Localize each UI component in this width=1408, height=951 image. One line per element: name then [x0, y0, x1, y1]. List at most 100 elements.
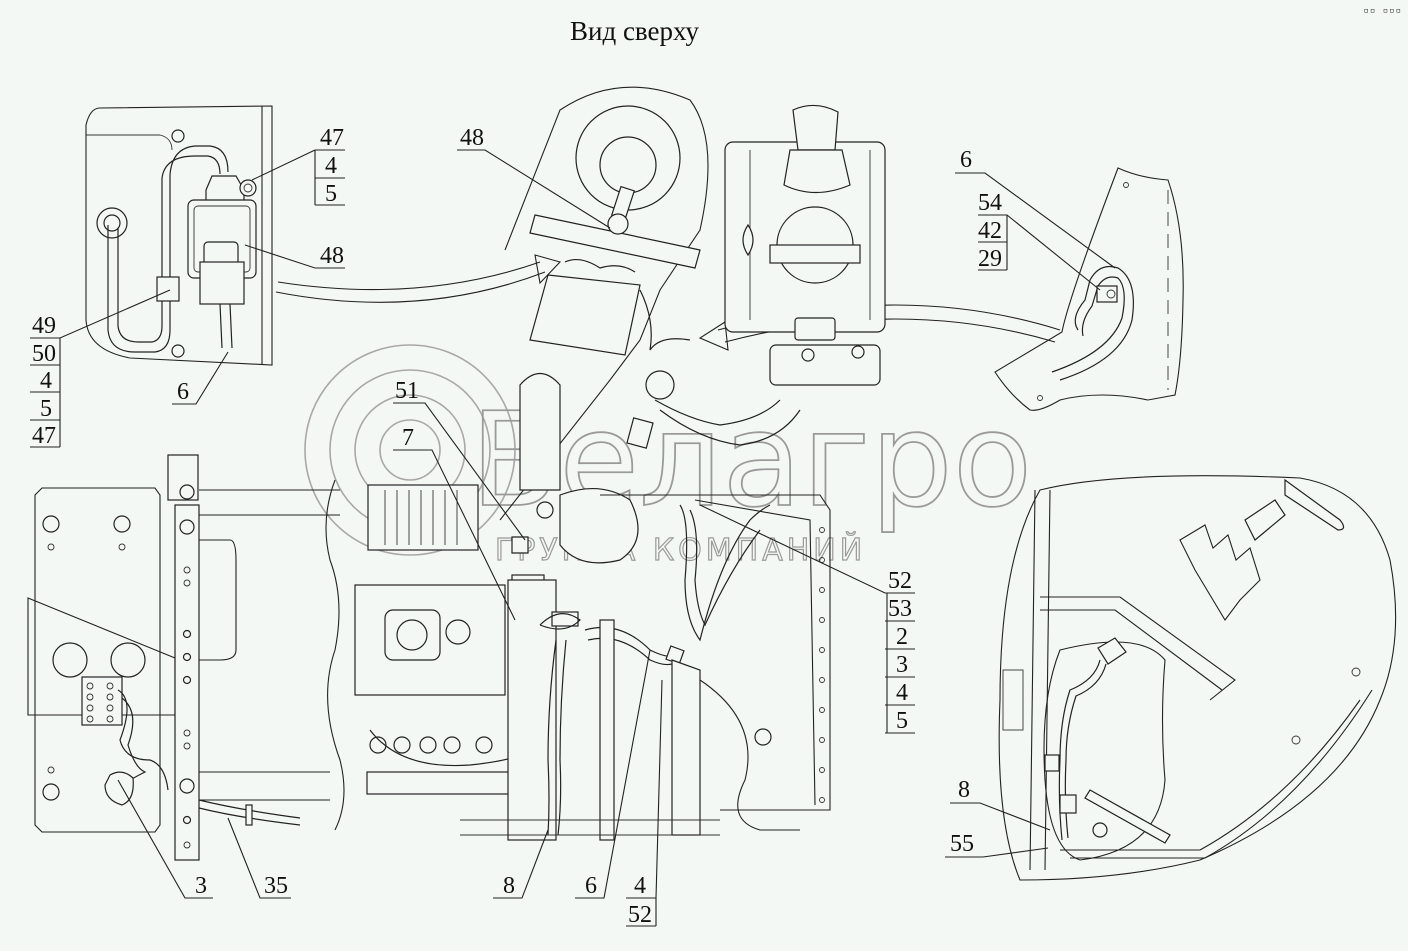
terminal-wire: [117, 689, 169, 791]
callout-label: 5: [325, 181, 337, 207]
air-cleaner-strap: [529, 214, 701, 269]
callout-label: 42: [978, 218, 1002, 244]
solenoid: [645, 370, 675, 400]
callout-7: 7: [393, 425, 516, 621]
main-engine-top: [325, 86, 886, 841]
transfer-arrow-left-2: [277, 261, 541, 291]
panel-inner-line: [86, 134, 173, 151]
fender-hole: [1037, 395, 1043, 401]
callout-label: 54: [978, 190, 1002, 216]
side-bracket: [1002, 669, 1024, 731]
callout-label: 55: [950, 831, 974, 857]
callout-label: 3: [896, 652, 908, 678]
ground-sensor: [104, 771, 134, 806]
floor-tunnel-2: [1040, 609, 1223, 691]
callout-label: 5: [40, 396, 52, 422]
front-support: [507, 579, 557, 841]
callout-8-bottom: 8: [493, 829, 549, 899]
callout-label: 4: [896, 680, 908, 706]
callout-label: 8: [958, 777, 970, 803]
callout-label: 4: [40, 368, 52, 394]
harness-clamp: [1044, 754, 1060, 772]
bolt-hole: [171, 129, 185, 143]
cab-floor: [998, 475, 1397, 881]
connector-body: [199, 261, 245, 305]
callout-label: 50: [32, 341, 56, 367]
callout-8-right: 8: [950, 777, 1051, 831]
air-cleaner-cap: [599, 136, 657, 194]
harness-cutout: [1043, 641, 1166, 861]
leader-line: [945, 847, 1049, 858]
harness-loop-knot: [539, 613, 581, 630]
leader-line: [626, 679, 663, 899]
harness-clamp: [1059, 794, 1077, 814]
callout-label: 49: [32, 313, 56, 339]
harness-right-branch-2: [689, 509, 761, 627]
callout-6-right: 6: [955, 147, 1116, 269]
fender-harness: [1059, 265, 1134, 381]
filler-cap: [792, 104, 839, 151]
plate-hole: [42, 515, 60, 533]
watermark-ring-1: [304, 344, 516, 556]
clip-screw: [1106, 289, 1116, 299]
solenoid-plug: [626, 417, 654, 449]
sensor-box: [794, 317, 836, 341]
cab-outline: [998, 475, 1397, 881]
plate-hole-small: [47, 766, 55, 774]
wire-route: [639, 289, 691, 351]
callout-label: 6: [177, 379, 189, 405]
sill-bolt: [1291, 735, 1301, 745]
leader-line: [244, 244, 345, 269]
bolt-hole: [171, 344, 185, 358]
callout-label: 6: [960, 147, 972, 173]
gear-lever-boot: [1179, 524, 1261, 621]
callout-54-stack: 54 42 29: [978, 190, 1101, 291]
fender-harness-inner: [1051, 276, 1125, 373]
plate-hole-small: [47, 543, 55, 551]
frame-bracket: [699, 679, 800, 831]
callouts: 47 4 5 48 49 50 4 5 47: [30, 125, 1116, 928]
leader-line: [393, 449, 516, 621]
fitting-ring: [607, 213, 629, 235]
callout-label: 35: [264, 873, 288, 899]
fuel-lines: [369, 729, 546, 767]
callout-6-bottom: 6: [575, 649, 651, 899]
watermark: Белагро ГРУППА КОМПАНИЙ: [304, 344, 1033, 569]
callout-label: 52: [628, 902, 652, 928]
leader-line: [393, 402, 526, 541]
callout-label: 53: [888, 596, 912, 622]
callout-label: 52: [888, 568, 912, 594]
frame-rails: [199, 489, 340, 661]
pedal-pivot: [1092, 822, 1108, 838]
transfer-arrow-right-head: [698, 321, 729, 351]
transmission-bolts: [819, 527, 825, 803]
detail-left-panel: [85, 105, 273, 366]
section-break-line: [325, 479, 345, 831]
plate-port: [110, 642, 146, 678]
pump-port: [801, 348, 815, 362]
air-cleaner-housing: [499, 86, 709, 521]
callout-label: 51: [395, 378, 419, 404]
callout-label: 3: [195, 873, 207, 899]
view-title: Вид сверху: [570, 16, 699, 46]
watermark-ring-4: [379, 419, 441, 481]
callout-label: 48: [320, 243, 344, 269]
harness-bundle: [654, 399, 781, 426]
floor-sill-2: [1070, 689, 1373, 859]
wire-loop: [564, 258, 636, 273]
terminal-block: [81, 676, 123, 726]
plate-hole: [42, 783, 60, 801]
callout-51: 51: [393, 378, 526, 541]
starter-plug: [511, 536, 529, 554]
leader-line: [493, 829, 549, 899]
callout-label: 2: [896, 624, 908, 650]
bar-bolt: [179, 484, 195, 500]
leader-line: [699, 504, 915, 594]
main-harness-vertical: [547, 639, 557, 836]
harness-loop-outer: [107, 145, 229, 353]
steering-shaft: [599, 619, 615, 841]
terminal-wire-2: [121, 697, 147, 786]
injector: [396, 619, 428, 651]
callout-6-left: 6: [172, 351, 229, 405]
leader-line: [950, 802, 1051, 831]
